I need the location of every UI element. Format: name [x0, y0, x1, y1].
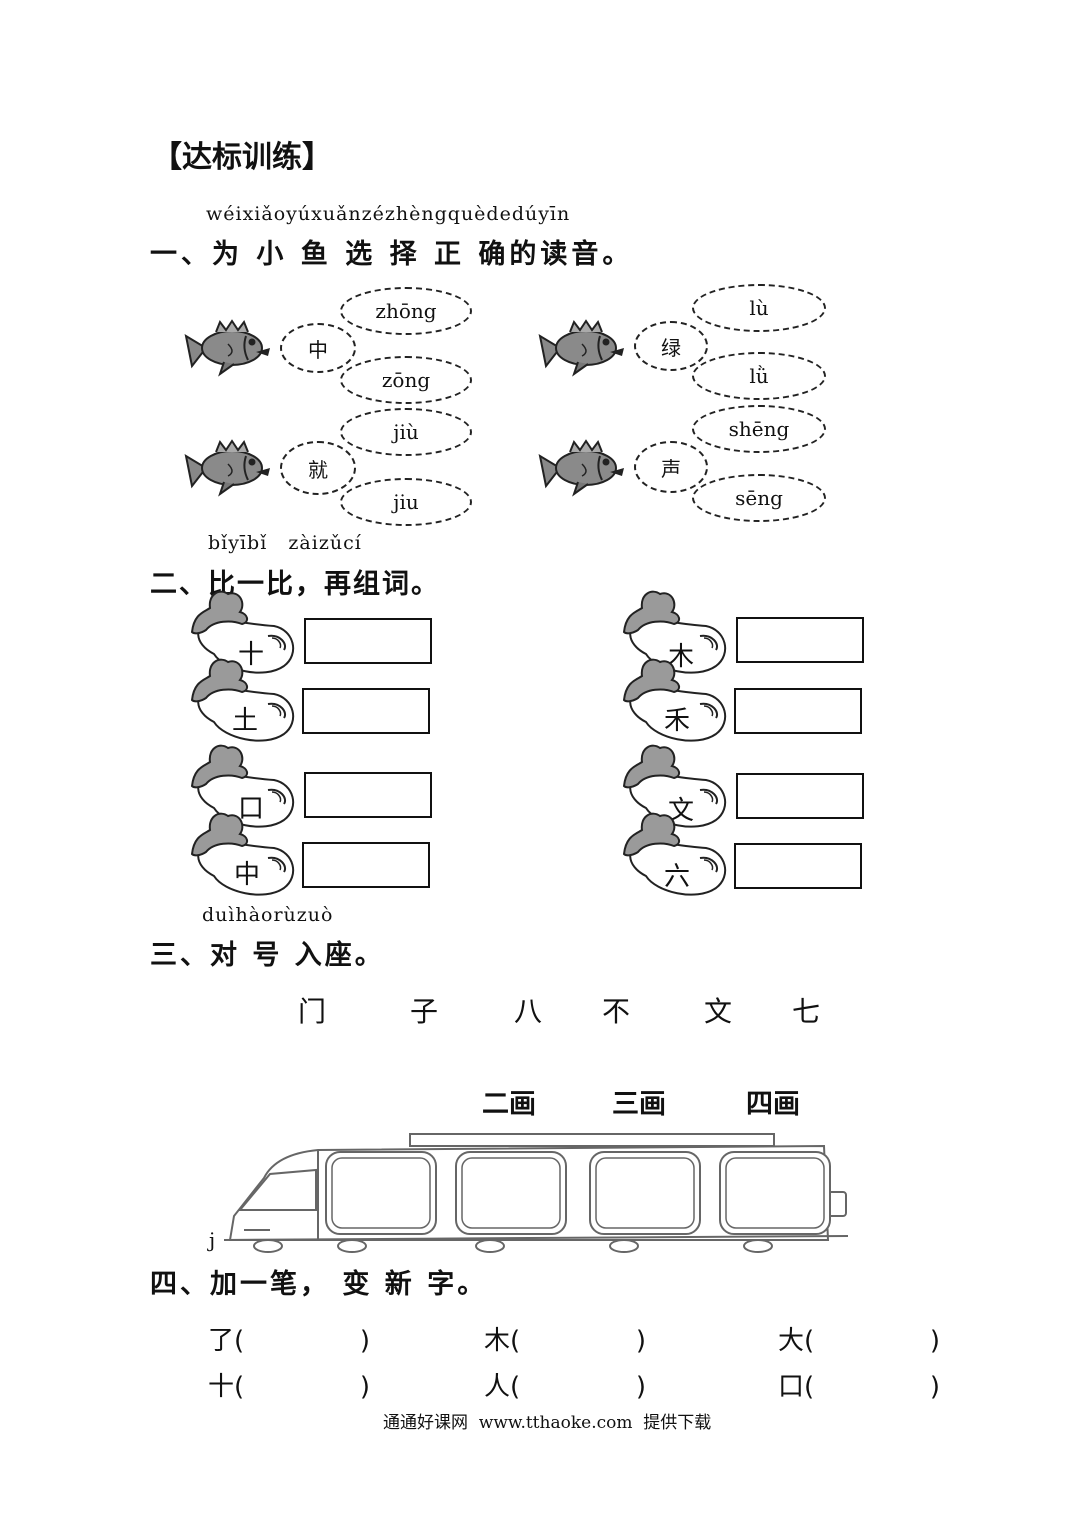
answer-box[interactable]	[302, 842, 430, 888]
eggplant-char: 六	[664, 862, 691, 892]
sort-char[interactable]: 八	[514, 995, 543, 1028]
pinyin-option-label: zhōng	[375, 299, 437, 323]
fish-char-bubble: 绿	[634, 321, 708, 371]
fish-icon	[185, 440, 271, 495]
pinyin-option[interactable]: jiù	[340, 408, 472, 456]
add-stroke-item[interactable]: 口( )	[778, 1372, 940, 1402]
add-stroke-item[interactable]: 木( )	[484, 1326, 646, 1356]
fish-char-bubble: 中	[280, 323, 356, 373]
sort-char[interactable]: 不	[602, 995, 631, 1028]
stroke-label: 三画	[612, 1089, 666, 1120]
pinyin-option-label: lǜ	[749, 364, 769, 388]
stroke-label: 四画	[746, 1089, 800, 1120]
add-stroke-item[interactable]: 人( )	[484, 1372, 646, 1402]
pinyin-option-label: zōng	[381, 368, 431, 392]
fish-char: 绿	[661, 335, 681, 360]
pinyin-option[interactable]: lù	[692, 284, 826, 332]
section4-heading: 四、加一笔， 变 新 字。	[150, 1269, 488, 1300]
add-stroke-item[interactable]: 大( )	[778, 1326, 940, 1356]
fish-char-bubble: 就	[280, 441, 356, 495]
sort-char[interactable]: 子	[410, 995, 439, 1028]
fish-char: 就	[308, 457, 328, 482]
eggplant-char: 口	[238, 794, 265, 824]
fish-icon	[185, 320, 271, 375]
sort-char[interactable]: 门	[298, 995, 327, 1028]
answer-box[interactable]	[736, 773, 864, 819]
section3-heading: 三、对 号 入座。	[150, 940, 385, 971]
fish-char: 中	[308, 337, 328, 362]
worksheet-title: 【达标训练】	[152, 140, 332, 175]
answer-box[interactable]	[302, 688, 430, 734]
add-stroke-item[interactable]: 十( )	[208, 1372, 370, 1402]
eggplant-char: 禾	[664, 706, 691, 736]
sort-char[interactable]: 文	[704, 995, 733, 1028]
footer-credit: 通通好课网 www.tthaoke.com 提供下载	[383, 1413, 712, 1433]
answer-box[interactable]	[304, 618, 432, 664]
stroke-label: 二画	[482, 1089, 536, 1120]
pinyin-option-label: sēng	[735, 486, 783, 510]
section1-pinyin: wéixiǎoyúxuǎnzézhèngquèdedúyīn	[206, 203, 571, 225]
pinyin-option[interactable]: shēng	[692, 405, 826, 453]
answer-box[interactable]	[734, 688, 862, 734]
pinyin-option[interactable]: zōng	[340, 356, 472, 404]
pinyin-option[interactable]: sēng	[692, 474, 826, 522]
fish-char: 声	[661, 456, 681, 481]
section2-pinyin: bǐyībǐ zàizǔcí	[208, 532, 362, 554]
pinyin-option-label: jiù	[393, 420, 419, 444]
pinyin-option[interactable]: jiu	[340, 478, 472, 526]
eggplant-char: 十	[238, 640, 265, 670]
pinyin-option[interactable]: zhōng	[340, 287, 472, 335]
pinyin-option-label: lù	[749, 296, 769, 320]
fish-char-bubble: 声	[634, 441, 708, 493]
eggplant-char: 土	[232, 706, 259, 736]
eggplant-char: 中	[234, 860, 261, 890]
pinyin-option-label: shēng	[728, 417, 790, 441]
fish-icon	[539, 440, 625, 495]
answer-box[interactable]	[734, 843, 862, 889]
answer-box[interactable]	[304, 772, 432, 818]
pinyin-option[interactable]: lǜ	[692, 352, 826, 400]
section3-pinyin: duìhàorùzuò	[202, 904, 334, 926]
pinyin-option-label: jiu	[393, 490, 419, 514]
sort-char[interactable]: 七	[792, 995, 821, 1028]
add-stroke-item[interactable]: 了( )	[208, 1326, 370, 1356]
section2-heading: 二、比一比，再组词。	[150, 569, 440, 600]
fish-icon	[539, 320, 625, 375]
stray-letter: j	[209, 1228, 216, 1252]
train-illustration	[224, 1133, 849, 1253]
section1-heading: 一、为 小 鱼 选 择 正 确的读音。	[150, 239, 634, 270]
answer-box[interactable]	[736, 617, 864, 663]
